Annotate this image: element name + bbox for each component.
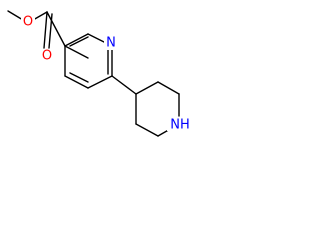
carbonyl-oxygen-label: O <box>42 49 52 64</box>
bond-c4-c5-inner <box>69 72 89 83</box>
bond-c2-n1 <box>87 33 105 43</box>
bond-pip-c3-c2 <box>157 81 180 95</box>
molecule-diagram: O O N NH <box>7 10 191 137</box>
bond-c3-c4 <box>64 45 89 59</box>
bond-o-carbonyl-c <box>32 11 48 21</box>
bond-c6-c5 <box>87 75 113 89</box>
bond-c5-c4 <box>64 75 89 89</box>
bond-c-o-double-2 <box>48 13 53 49</box>
bond-pip-c4-c3 <box>135 81 159 95</box>
pyridine-nitrogen-label: N <box>106 36 116 51</box>
bond-c2-c3-inner <box>69 36 89 47</box>
bond-carbonyl-c-ring <box>46 11 66 47</box>
bond-methyl-o <box>7 10 24 21</box>
bond-pip-c6-c5 <box>135 123 159 137</box>
bond-c-o-double-1 <box>43 11 48 49</box>
methoxy-oxygen-label: O <box>23 15 33 30</box>
bond-c3-c2 <box>64 33 89 47</box>
bond-pyridine-piperidine <box>111 75 137 95</box>
piperidine-nh-label: NH <box>170 118 190 133</box>
